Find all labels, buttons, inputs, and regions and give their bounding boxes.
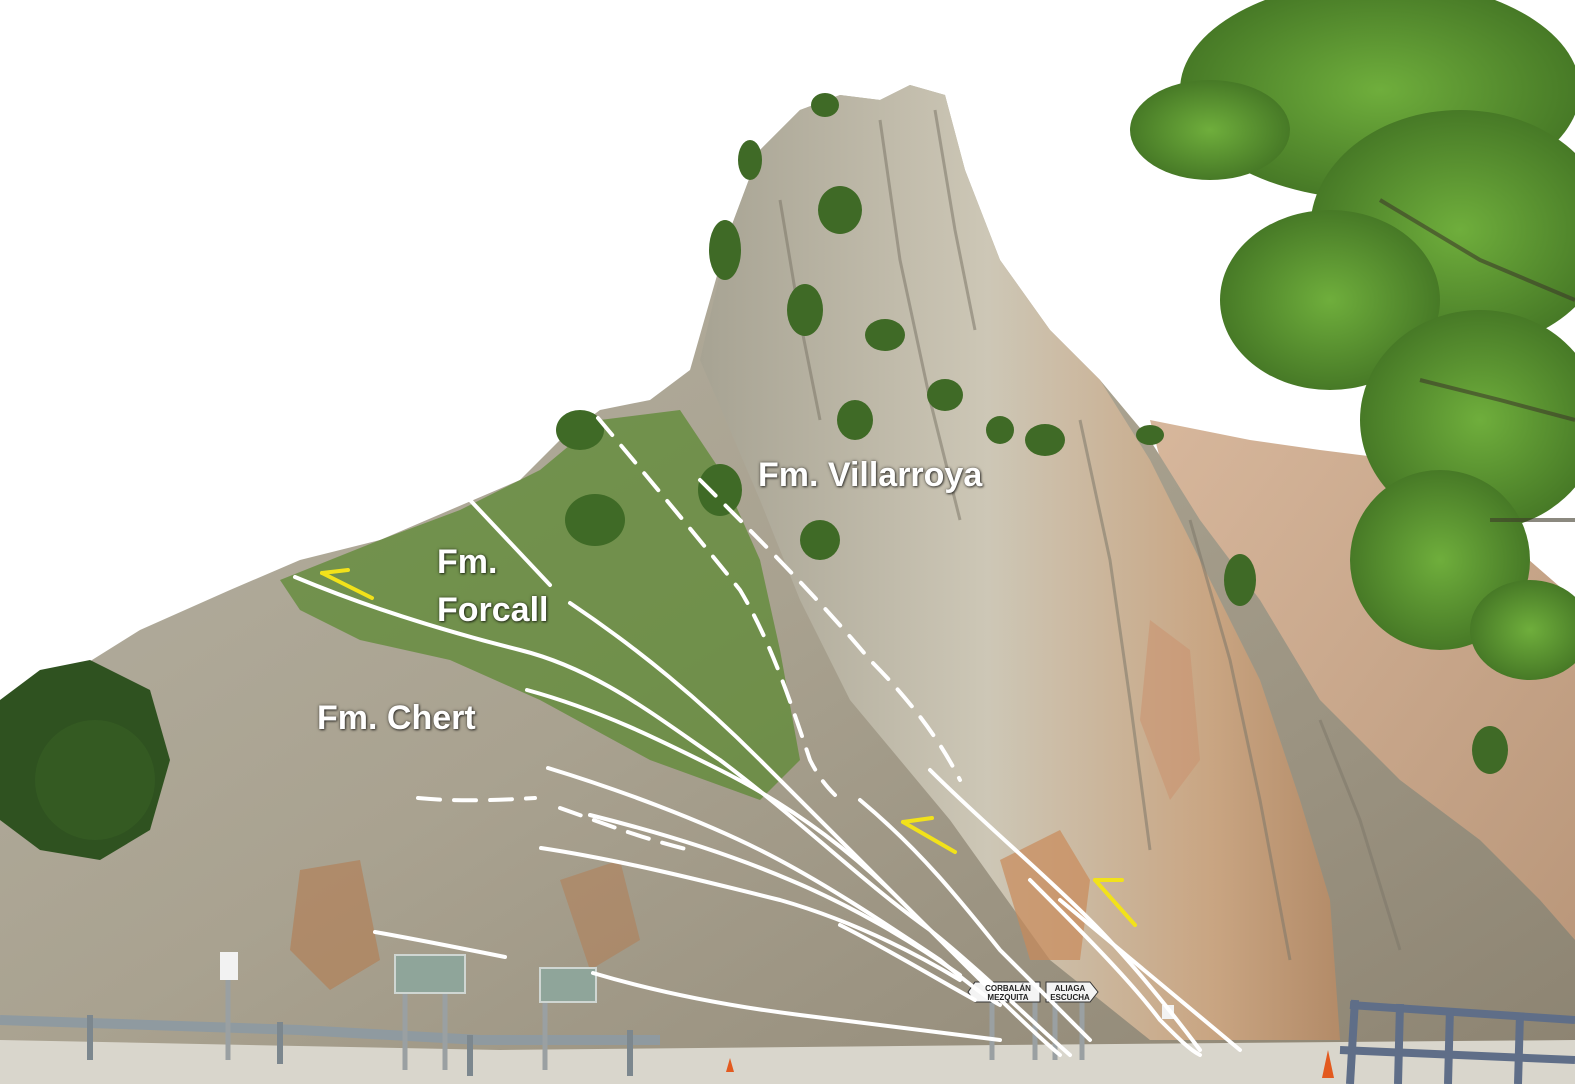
shrubs: [556, 93, 1508, 774]
tree-branches: [1378, 198, 1575, 522]
traffic-cone: [726, 1058, 734, 1072]
road-sign-left-text: CORBALÁN MEZQUITA: [985, 984, 1031, 1002]
orange-patch: [290, 860, 380, 990]
guardrail-right: [1339, 999, 1575, 1084]
dashed-contacts: [416, 416, 962, 852]
contact-lines: [293, 498, 1242, 1057]
half-arrow-icon: [901, 816, 957, 854]
traffic-cone: [1322, 1050, 1334, 1078]
road-sign-back-1: [394, 954, 466, 994]
formation-label-forcall-line1: Fm.: [437, 543, 498, 581]
small-white-sign: [220, 952, 238, 980]
orange-patch: [1140, 620, 1200, 800]
formation-label-chert: Fm. Chert: [317, 699, 476, 737]
pinnacle-face: [700, 85, 1340, 1040]
formation-label-forcall-line2: Forcall: [437, 591, 549, 629]
grass-slope: [280, 410, 800, 800]
formation-label-forcall: Fm. Forcall: [437, 538, 548, 634]
road-sign-back-2: [539, 967, 597, 1003]
road: [0, 1040, 1575, 1084]
half-arrow-icon: [320, 568, 374, 600]
formation-label-villarroya: Fm. Villarroya: [758, 456, 983, 494]
guardrail-left: [0, 1015, 660, 1045]
guardrail-posts: [87, 1015, 633, 1076]
tree: [1130, 0, 1575, 680]
orange-patch: [560, 860, 640, 970]
half-arrow-icon: [1093, 878, 1137, 927]
road-sign-right-text: ALIAGA ESCUCHA: [1050, 984, 1090, 1002]
